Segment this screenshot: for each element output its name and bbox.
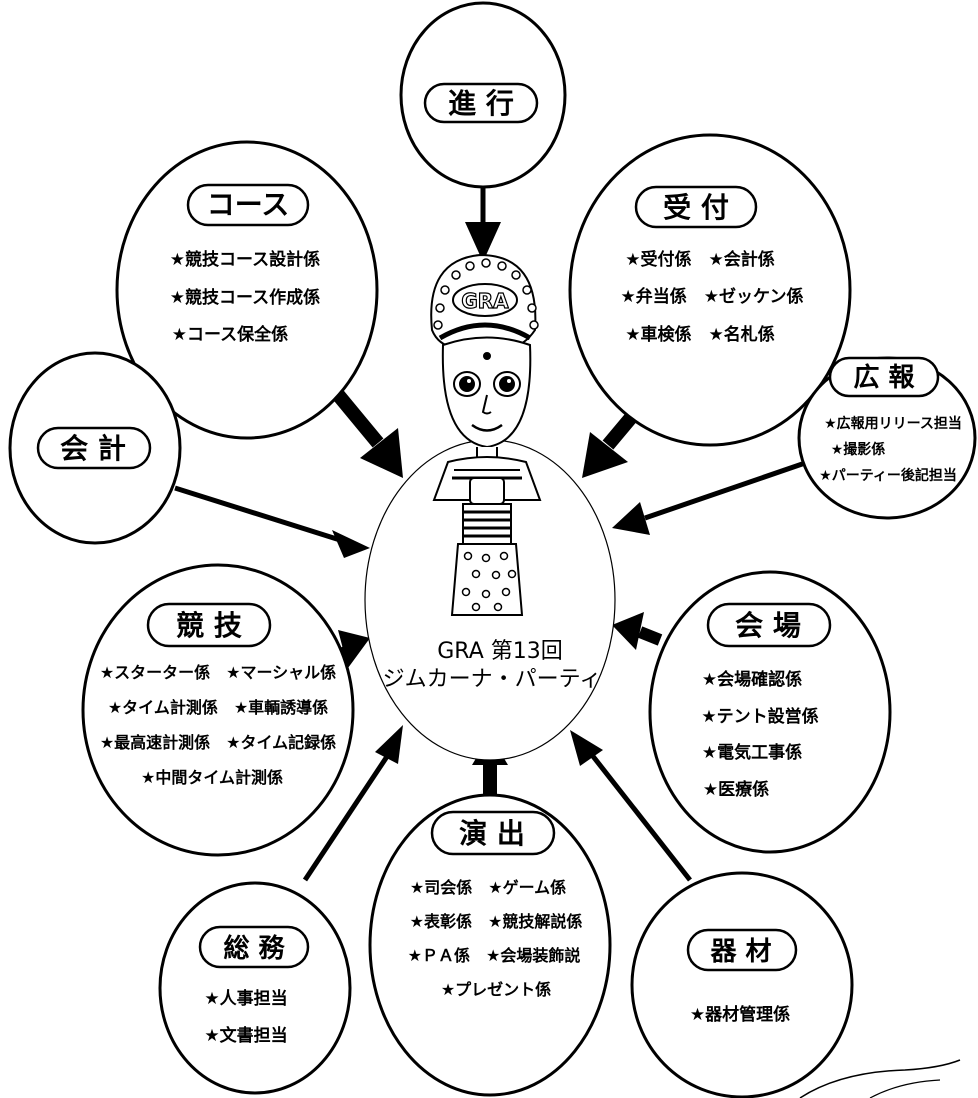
right-pupil: [499, 376, 515, 392]
center-title-line2: ジムカーナ・パーティ: [383, 667, 602, 692]
decorative-curve-2: [869, 1079, 941, 1098]
node-title-kyougi: 競 技: [176, 609, 242, 642]
skirt: [450, 543, 524, 616]
arrow-kouhou: [612, 459, 809, 535]
skirt-dots: [461, 551, 517, 612]
node-item-kyougi-2: ★タイム計測係 ★車輌誘導係: [108, 698, 328, 717]
mouth: [471, 423, 503, 432]
arrow-course: [324, 380, 403, 478]
title-pill: [36, 426, 152, 470]
node-course: コース ★競技コース設計係 ★競技コース作成係 ★コース保全係: [115, 140, 379, 440]
node-title-kouhou: 広 報: [853, 362, 915, 393]
bindi: [483, 352, 491, 360]
hands: [469, 477, 505, 505]
nose: [481, 394, 492, 415]
mascot-badge-text: GRA: [461, 289, 509, 313]
title-pill: [430, 810, 556, 856]
node-enshutsu: 演 出 ★司会係 ★ゲーム係 ★表彰係 ★競技解説係 ★ＰＡ係 ★会場装飾説 ★…: [368, 793, 612, 1097]
node-item-kouhou-3: ★パーティー後記担当: [819, 467, 957, 484]
node-item-enshutsu-4: ★プレゼント係: [441, 980, 551, 999]
node-item-kaijou-4: ★医療係: [703, 779, 769, 800]
node-item-course-3: ★コース保全係: [172, 324, 288, 345]
node-item-kyougi-4: ★中間タイム計測係: [141, 768, 283, 787]
body-stripes: [462, 503, 512, 545]
title-pill: [186, 183, 310, 227]
hair-band: [438, 322, 532, 341]
node-item-kyougi-1: ★スターター係 ★マーシャル係: [100, 663, 336, 682]
headdress-badge: [452, 283, 518, 317]
node-soumu: 総 務 ★人事担当 ★文書担当: [158, 881, 352, 1095]
node-uketsuke: 受 付 ★受付係 ★会計係 ★弁当係 ★ゼッケン係 ★車検係 ★名札係: [568, 133, 852, 447]
node-item-kouhou-1: ★広報用リリース担当: [824, 415, 962, 432]
title-pill: [423, 82, 539, 124]
node-item-enshutsu-3: ★ＰＡ係 ★会場装飾説: [408, 946, 581, 965]
node-kaijou: 会 場 ★会場確認係 ★テント設営係 ★電気工事係 ★医療係: [648, 570, 892, 854]
node-shinko: 進 行: [399, 1, 567, 189]
node-title-kaikei: 会 計: [60, 432, 126, 465]
title-pill: [634, 185, 758, 229]
node-title-course: コース: [207, 188, 290, 221]
node-item-kaijou-1: ★会場確認係: [702, 669, 802, 690]
title-pill: [706, 602, 832, 648]
node-title-kizai: 器 材: [709, 937, 771, 967]
left-pupil: [459, 376, 475, 392]
node-item-enshutsu-1: ★司会係 ★ゲーム係: [410, 878, 566, 897]
node-item-uketsuke-1: ★受付係 ★会計係: [625, 249, 774, 270]
node-item-soumu-1: ★人事担当: [204, 988, 287, 1009]
node-title-uketsuke: 受 付: [663, 191, 729, 224]
node-item-kaijou-2: ★テント設営係: [701, 706, 818, 727]
headdress-beads: [433, 258, 539, 330]
node-item-kizai-1: ★器材管理係: [690, 1004, 790, 1025]
center-title-line1: GRA 第13回: [437, 639, 562, 664]
node-kyougi: 競 技 ★スターター係 ★マーシャル係 ★タイム計測係 ★車輌誘導係 ★最高速計…: [81, 563, 355, 857]
arrow-kaikei: [174, 485, 370, 558]
node-item-course-1: ★競技コース設計係: [170, 249, 320, 270]
node-title-soumu: 総 務: [223, 933, 285, 964]
node-title-enshutsu: 演 出: [459, 817, 525, 850]
arrow-kaijou: [612, 612, 663, 650]
face: [441, 336, 532, 449]
node-title-kaijou: 会 場: [735, 609, 801, 642]
node-item-course-2: ★競技コース作成係: [170, 287, 320, 308]
decorative-curve: [799, 1059, 961, 1098]
node-item-uketsuke-2: ★弁当係 ★ゼッケン係: [621, 286, 804, 307]
mascot-figure: GRA: [430, 253, 542, 616]
node-title-shinko: 進 行: [448, 87, 514, 120]
node-item-kyougi-3: ★最高速計測係 ★タイム記録係: [100, 733, 336, 752]
node-item-kouhou-2: ★撮影係: [831, 441, 886, 458]
arrow-kizai: [570, 730, 692, 882]
title-pill: [828, 356, 940, 398]
title-pill: [198, 925, 310, 969]
node-kouhou: 広 報 ★広報用リリース担当 ★撮影係 ★パーティー後記担当: [797, 356, 977, 520]
title-pill: [146, 602, 272, 648]
node-item-kaijou-3: ★電気工事係: [702, 742, 802, 763]
arrow-soumu: [302, 725, 403, 882]
node-kaikei: 会 計: [8, 351, 182, 545]
node-item-enshutsu-2: ★表彰係 ★競技解説係: [410, 912, 583, 931]
title-pill: [686, 928, 798, 972]
node-kizai: 器 材 ★器材管理係: [630, 871, 854, 1098]
node-item-soumu-2: ★文書担当: [204, 1025, 287, 1046]
node-item-uketsuke-3: ★車検係 ★名札係: [625, 324, 774, 345]
